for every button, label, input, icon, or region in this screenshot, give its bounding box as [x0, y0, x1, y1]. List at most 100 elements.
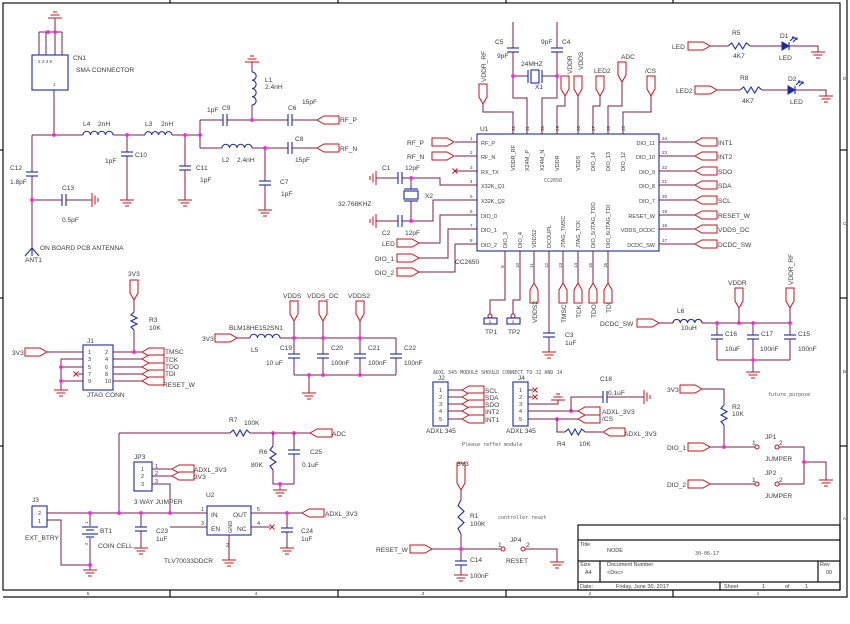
label-rf-c11: C11 — [196, 165, 208, 172]
label-rf-c12-val: 1.8pF — [10, 179, 27, 186]
wire — [622, 96, 652, 118]
wire — [556, 419, 565, 433]
label-mcu-right-7: DCDC_SW — [627, 243, 656, 249]
label-mcu-part: CC2650 — [544, 178, 562, 184]
label-accel-pins-4: 5 — [519, 417, 522, 423]
light-arrows-icon — [789, 36, 798, 43]
label-jumpers-pin1: 1 — [752, 440, 756, 447]
label-rf-c7-val: 1pF — [281, 191, 292, 198]
junction-dot — [555, 74, 559, 78]
label-mcu-nets-right-0: INT1 — [718, 140, 733, 147]
net-flag — [573, 281, 583, 304]
crystal-x1-icon — [530, 69, 540, 84]
label-jumpers-note: future purpose — [768, 392, 810, 398]
label-leds-r5-val: 4K7 — [733, 53, 745, 60]
no-connect-icon — [73, 371, 79, 377]
label-mcu-pins-right-0: 24 — [662, 136, 668, 141]
label-frame-rows-1: C — [843, 221, 847, 226]
junction-dot — [511, 74, 515, 78]
jumper-pad — [510, 313, 516, 319]
label-mcu-pins-left-0: 1 — [470, 136, 473, 141]
ground-icon — [369, 171, 377, 185]
label-dcdc-net-vddr: VDDR — [728, 280, 747, 287]
label-accel-c18: C18 — [600, 376, 612, 383]
label-mcu-bottom-3: DCOUPL — [547, 225, 553, 248]
ground-icon — [542, 351, 556, 359]
label-regulator-u2-pins-1: 3 — [201, 521, 204, 527]
net-flag — [478, 83, 488, 106]
jumper-pad — [774, 444, 780, 450]
label-regulator-jp3-name: 3 WAY JUMPER — [134, 499, 183, 506]
label-title-block-date: Friday, June 30, 2017 — [616, 584, 669, 590]
resistor-icon — [129, 311, 139, 331]
label-mcu-net-tdo: TDO — [591, 304, 598, 318]
label-mcu-right-0: DIO_11 — [636, 141, 655, 147]
inner-border — [2, 2, 841, 591]
label-title-block-docnum: <Doc> — [607, 570, 623, 576]
label-mcu-c1: C1 — [382, 165, 391, 172]
label-power-filter-c21: C21 — [368, 345, 380, 352]
label-accel-net-cs: /CS — [602, 416, 614, 423]
label-regulator-en: EN — [211, 526, 220, 533]
net-flag — [140, 354, 165, 364]
label-regulator-u2-pins-0: 1 — [201, 507, 204, 513]
label-mcu-left-5: DIO_0 — [481, 214, 497, 220]
label-rf-cn1-name: SMA CONNECTOR — [76, 67, 134, 74]
net-flag — [560, 75, 570, 98]
antenna-icon — [24, 247, 40, 257]
label-jtag-pins-right-3: 8 — [105, 372, 108, 378]
label-regulator-u2: U2 — [206, 492, 215, 499]
net-flag — [693, 210, 718, 220]
label-jtag-nets-2: TDO — [165, 364, 179, 371]
label-mcu-pins-right-5: 19 — [662, 209, 668, 214]
label-reset-pin2: 2 — [526, 542, 530, 549]
label-mcu-pins-left-2: 3 — [470, 165, 473, 170]
sheet-frame — [0, 0, 848, 598]
label-regulator-jp3-pins-0: 1 — [141, 467, 144, 473]
label-mcu-tp-pin: 1 — [512, 319, 515, 324]
label-title-block-size-label: Size — [580, 562, 591, 568]
label-mcu-pins-top-3: 29 — [555, 125, 560, 131]
ground-icon — [280, 547, 294, 555]
label-mcu-nets-right-6: VDDS_DC — [718, 227, 750, 234]
junction-dot — [263, 146, 267, 150]
junction-dot — [409, 176, 413, 180]
label-rf-rf-n: RF_N — [340, 146, 357, 153]
label-jtag-net-3v3: 3V3 — [12, 350, 24, 357]
net-flag — [396, 253, 421, 263]
junction-dot — [88, 563, 92, 567]
label-dcdc-c17-val: 100nF — [760, 346, 779, 353]
label-rf-l4: L4 — [83, 121, 91, 128]
components — [24, 11, 833, 582]
label-rf-c8-val: 15pF — [295, 157, 310, 164]
label-accel-net-r4: ADXL_3V3 — [624, 431, 657, 438]
label-jtag-j1-name: JTAG CONN — [87, 392, 125, 399]
jumper-pad — [754, 481, 760, 487]
junction-dot — [132, 350, 136, 354]
label-mcu-pins-top-0: 32 — [511, 125, 516, 131]
label-mcu-top-3: VDDR — [555, 155, 561, 171]
label-leds-d2: D2 — [788, 76, 797, 83]
label-title-block-sheet-label: Sheet — [724, 584, 739, 590]
label-mcu-x2: X2 — [425, 193, 433, 200]
label-jtag-pins-right-0: 2 — [105, 350, 108, 356]
junction-dot — [168, 511, 172, 515]
label-mcu-left-4: X32K_Q2 — [481, 199, 505, 205]
label-power-filter-l5: L5 — [251, 347, 259, 354]
label-reset-note: controller reset — [498, 515, 546, 521]
net-flag — [529, 281, 539, 304]
net-flag — [308, 428, 333, 438]
label-mcu-right-2: DIO_9 — [639, 170, 655, 176]
wire — [152, 483, 171, 513]
label-regulator-c24: C24 — [301, 528, 313, 535]
label-mcu-pins-bottom-4: 13 — [558, 262, 563, 268]
net-flag — [588, 281, 598, 304]
label-mcu-left-1: RF_N — [481, 155, 495, 161]
label-mcu-net-vddr-rf: VDDR_RF — [481, 51, 488, 82]
label-adc-net-adc: ADC — [332, 431, 346, 438]
label-mcu-top-4: VDDS — [576, 155, 582, 171]
label-jumpers-net-dio2: DIO_2 — [667, 482, 686, 489]
net-flag — [785, 287, 795, 310]
label-rf-cn1-pin1: 1 — [53, 82, 56, 87]
junction-dot — [292, 336, 296, 340]
